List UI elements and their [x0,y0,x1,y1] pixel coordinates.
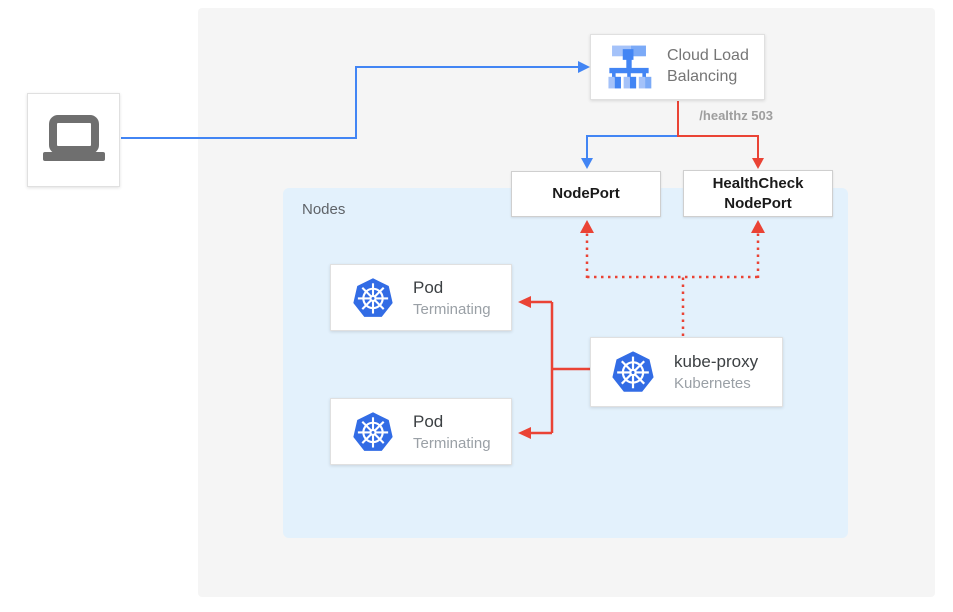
pod-node-1[interactable]: Pod Terminating [330,264,512,331]
client-laptop-node[interactable] [27,93,120,187]
pod-title: Pod [413,277,444,297]
cloud-load-balancing-label: Cloud Load Balancing [667,47,749,85]
pod-status: Terminating [413,300,491,318]
healthcheck-nodeport-node[interactable]: HealthCheck NodePort [683,170,833,217]
kubernetes-icon [352,277,394,319]
cloud-load-balancing-icon [604,43,654,91]
nodeport-node[interactable]: NodePort [511,171,661,217]
nodes-label: Nodes [302,201,346,218]
healthz-status-label: /healthz 503 [699,108,773,123]
kubernetes-icon [352,411,394,453]
pod-title: Pod [413,411,444,431]
pod-status: Terminating [413,434,491,452]
kube-proxy-subtitle: Kubernetes [674,375,751,392]
pod-node-2[interactable]: Pod Terminating [330,398,512,465]
kube-proxy-title: kube-proxy [674,352,759,371]
cloud-load-balancing-node[interactable]: Cloud Load Balancing [590,34,765,100]
kube-proxy-node[interactable]: kube-proxy Kubernetes [590,337,783,407]
laptop-icon [41,115,107,165]
kubernetes-icon [611,350,655,394]
